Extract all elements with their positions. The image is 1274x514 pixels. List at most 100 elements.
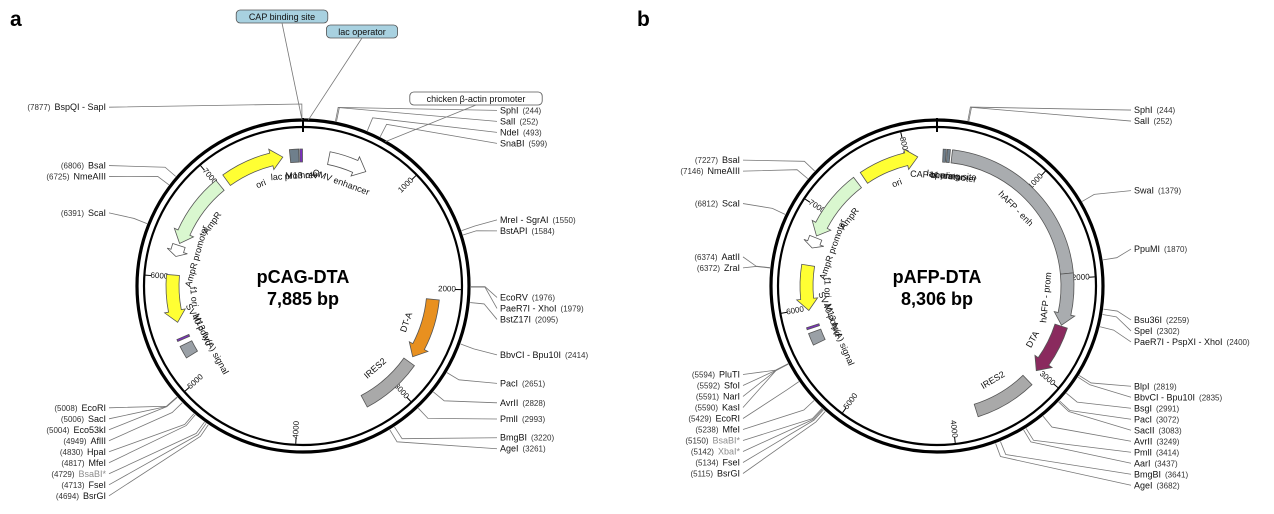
site-ecori: (5429)EcoRI [688, 413, 740, 423]
site-bstz17i: BstZ17I(2095) [500, 314, 558, 324]
feature-cmv-enhancer [328, 152, 366, 176]
site-bsai: (7227)BsaI [695, 155, 740, 165]
feature-tag-cap-binding-site: CAP binding site [236, 10, 328, 120]
site-sali: SalI(252) [1134, 116, 1173, 126]
scale-tick-label: 6000 [786, 304, 806, 316]
site-leader [463, 231, 497, 235]
site-bbvci-bpu10i: BbvCI - Bpu10I(2835) [1134, 392, 1222, 402]
site-leader [743, 364, 788, 407]
site-leader [447, 373, 497, 384]
feature-ampr-promoter [167, 243, 187, 256]
site-leader [462, 220, 497, 231]
site-bsrgi: (5115)BsrGI [690, 468, 740, 478]
svg-text:chicken β-actin promoter: chicken β-actin promoter [427, 94, 526, 104]
feature-m13-fwd [177, 334, 190, 341]
site-leader [109, 176, 169, 184]
site-bspqi-sapi: (7877)BspQI - SapI [27, 102, 106, 112]
site-aari: AarI(3437) [1134, 458, 1178, 468]
site-fsei: (4713)FseI [61, 480, 106, 490]
site-leader [470, 303, 497, 320]
feature-label-lac-promoter: lac promoter [926, 168, 977, 185]
site-leader [109, 422, 204, 474]
site-leader [1082, 191, 1131, 202]
site-ecorv: EcoRV(1976) [500, 292, 555, 302]
site-leader [109, 104, 302, 118]
site-leader [433, 392, 497, 403]
feature-label-ori: ori [254, 177, 267, 190]
site-leader [390, 430, 497, 449]
site-leader [743, 364, 788, 396]
site-avrii: AvrII(2828) [500, 398, 546, 408]
feature-label-ires2: IRES2 [362, 356, 388, 381]
site-leader [1079, 375, 1131, 386]
site-leader [743, 160, 815, 171]
site-leader [109, 213, 147, 224]
site-blpi: BlpI(2819) [1134, 381, 1177, 391]
site-leader [743, 257, 770, 268]
feature-label-hafp-prom: hAFP - prom [1038, 272, 1053, 324]
site-leader [109, 403, 182, 441]
site-scai: (6812)ScaI [695, 199, 740, 209]
plasmid-name-b: pAFP-DTA [893, 267, 982, 287]
site-leader [109, 423, 206, 484]
feature-sv40-poly-a-signal [180, 341, 197, 358]
site-saci: (5006)SacI [61, 414, 106, 424]
site-xbai: (5142)XbaI* [691, 446, 741, 456]
site-pmli: PmlI(3414) [1134, 447, 1179, 457]
site-leader [743, 408, 822, 440]
site-leader [109, 166, 176, 177]
site-kasi: (5590)KasI [695, 402, 740, 412]
feature-ampr-promoter [804, 235, 824, 248]
site-avrii: AvrII(3249) [1134, 436, 1180, 446]
feature-m13-rev [300, 149, 303, 162]
site-aatii: (6374)AatII [694, 252, 740, 262]
site-leader [743, 410, 823, 463]
plasmid-size-b: 8,306 bp [901, 289, 973, 309]
feature-hafp-prom [1054, 273, 1075, 325]
site-leader [1059, 402, 1131, 430]
feature-label-m13-fwd: M13 fwd [191, 312, 214, 347]
panel-letter-b: b [637, 8, 650, 31]
site-leader [109, 415, 195, 463]
site-sali: SalI(252) [500, 116, 539, 126]
site-nmeaiii: (7146)NmeAIII [680, 166, 740, 176]
plasmid-name-a: pCAG-DTA [257, 267, 350, 287]
site-nari: (5591)NarI [696, 391, 740, 401]
site-snabi: SnaBI(599) [500, 138, 548, 148]
site-leader [471, 287, 497, 308]
site-leader [743, 204, 785, 215]
site-aflii: (4949)AflII [63, 436, 106, 446]
site-hpai: (4830)HpaI [60, 447, 106, 457]
site-leader [380, 124, 497, 143]
site-pluti: (5594)PluTI [692, 369, 740, 379]
site-leader [1000, 442, 1131, 475]
site-bmgbi: BmgBI(3641) [1134, 469, 1188, 479]
site-leader [1060, 401, 1131, 419]
site-sacii: SacII(3083) [1134, 425, 1182, 435]
feature-tag-lac-operator: lac operator [308, 25, 397, 120]
feature-m13-fwd [807, 324, 820, 330]
site-leader [109, 414, 194, 452]
site-nmeaiii: (6725)NmeAIII [46, 172, 106, 182]
plasmid-size-a: 7,885 bp [267, 289, 339, 309]
site-mfei: (4817)MfeI [61, 458, 106, 468]
site-bsu36i: Bsu36I(2259) [1134, 315, 1189, 325]
site-leader [743, 266, 770, 268]
feature-label-ori: ori [890, 176, 903, 189]
feature-dta [1035, 324, 1067, 371]
feature-label-dt-a: DT-A [398, 311, 414, 334]
site-leader [743, 364, 788, 375]
feature-f1-ori [165, 274, 186, 322]
site-leader [743, 382, 799, 419]
site-leader [394, 427, 497, 439]
site-leader [1103, 249, 1131, 260]
site-leader [109, 397, 177, 429]
feature-label-dta: DTA [1024, 329, 1041, 349]
site-agei: AgeI(3261) [500, 444, 546, 454]
site-leader [743, 401, 814, 430]
site-scai: (6391)ScaI [61, 208, 106, 218]
site-leader [743, 170, 808, 179]
site-zrai: (6372)ZraI [697, 263, 740, 273]
